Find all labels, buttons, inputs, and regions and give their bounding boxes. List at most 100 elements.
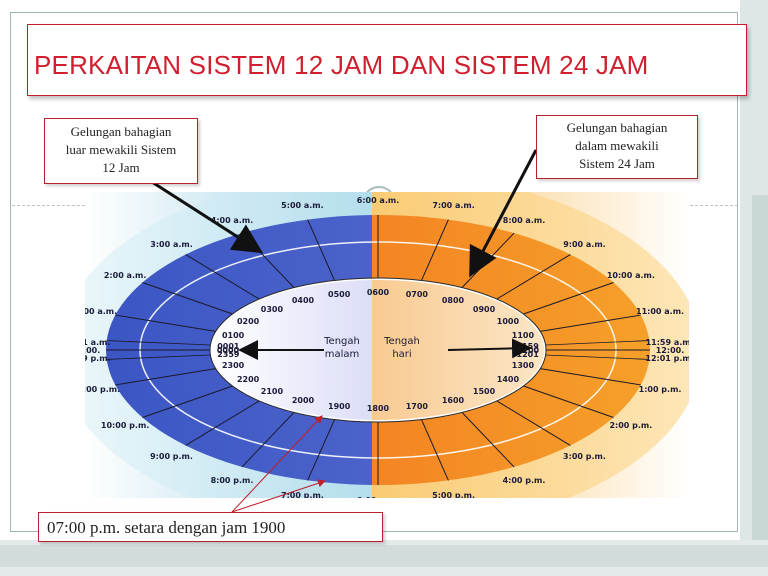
callout-outer-ring-line-3: 12 Jam	[102, 160, 140, 175]
center-label-midnight-1: Tengah	[323, 336, 360, 347]
inner-time-label: 1500	[473, 387, 496, 396]
callout-inner-ring-line-2: dalam mewakili	[575, 138, 659, 153]
ring-tick	[523, 282, 614, 315]
outer-time-label: 8:00 a.m.	[503, 216, 546, 225]
ring-tick	[421, 419, 449, 481]
outer-time-label: 7:00 a.m.	[432, 201, 475, 210]
inner-time-label: 0300	[261, 305, 284, 314]
ring-tick	[307, 219, 335, 281]
outer-ring-pointer-arrow	[151, 180, 264, 254]
outer-time-label: 3:00 a.m.	[150, 240, 193, 249]
outer-time-label: 6:00 p.m.	[357, 496, 400, 505]
outer-time-label: 1:00 p.m.	[639, 385, 682, 394]
slide-frame-bottom-band	[0, 545, 768, 567]
outer-time-label: 5:00 p.m.	[432, 491, 475, 500]
ring-tick	[115, 314, 216, 332]
inner-time-label: 1800	[367, 404, 390, 413]
outer-time-label: 9:00 a.m.	[563, 240, 606, 249]
inner-time-label: 1100	[512, 331, 535, 340]
center-label-noon-2: hari	[392, 349, 411, 360]
outer-time-label: 3:00 p.m.	[563, 452, 606, 461]
outer-time-label: 6:00 a.m.	[357, 196, 400, 205]
ring-tick	[185, 254, 260, 300]
ring-tick	[142, 282, 233, 315]
label-1900-pointer	[231, 415, 323, 513]
ring-tick	[523, 385, 614, 418]
center-label-noon-1: Tengah	[383, 336, 420, 347]
outer-time-label: 12:00.	[72, 346, 101, 355]
inner-time-label: 2100	[261, 387, 284, 396]
ring-tick	[461, 412, 515, 468]
ring-tick-minor	[545, 354, 650, 360]
outer-time-label: 12:01 a.m.	[62, 338, 110, 347]
inner-ring-pointer-arrow	[469, 149, 538, 278]
outer-time-label: 9:00 p.m.	[150, 452, 193, 461]
ring-ticks	[106, 215, 650, 485]
ring-tick-minor	[106, 340, 211, 346]
inner-time-label: 0900	[473, 305, 496, 314]
label-7pm-pointer	[231, 479, 326, 513]
outer-time-label: 4:00 p.m.	[503, 476, 546, 485]
center-label-midnight-2: malam	[325, 349, 360, 360]
inner-time-label: 1600	[442, 396, 465, 405]
inner-time-label: 1000	[497, 317, 520, 326]
ring-tick-minor	[106, 354, 211, 360]
ring-tick-minor	[545, 340, 650, 346]
slide-frame-right-band	[752, 195, 768, 540]
callout-inner-ring-line-3: Sistem 24 Jam	[579, 156, 655, 171]
callout-outer-ring-line-1: Gelungan bahagian	[70, 124, 172, 139]
inner-time-label: 2359	[217, 350, 240, 359]
inner-time-label: 0400	[292, 296, 315, 305]
inner-time-label: 0600	[367, 288, 390, 297]
ring-tick	[307, 419, 335, 481]
ring-tick	[115, 368, 216, 386]
inner-time-label: 2300	[222, 361, 245, 370]
inner-time-label: 1700	[406, 402, 429, 411]
title-box	[27, 24, 747, 96]
ring-tick	[185, 400, 260, 446]
inner-time-label: 1400	[497, 375, 520, 384]
slide-title: PERKAITAN SISTEM 12 JAM DAN SISTEM 24 JA…	[34, 50, 649, 80]
outer-time-label: 11:00 a.m.	[636, 307, 684, 316]
outer-time-label: 7:00 p.m.	[281, 491, 324, 500]
callout-outer-ring: Gelungan bahagian luar mewakili Sistem 1…	[44, 118, 198, 184]
inner-time-label: 0001	[217, 342, 240, 351]
outer-time-labels: 6:00 a.m. 7:00 a.m. 8:00 a.m. 9:00 a.m. 10:0…	[62, 196, 693, 505]
outer-time-label: 10:00 p.m.	[101, 421, 149, 430]
ring-tick	[496, 400, 571, 446]
inner-time-label: 0700	[406, 290, 429, 299]
ring-tick	[540, 368, 641, 386]
ring-tick	[540, 314, 641, 332]
outer-time-label: 4:00 a.m.	[211, 216, 254, 225]
ring-tick	[496, 254, 571, 300]
inner-time-label: 0500	[328, 290, 351, 299]
outer-time-label: 2:00 a.m.	[104, 271, 147, 280]
outer-time-label: 11:00 p.m.	[72, 385, 120, 394]
inner-time-label: 1900	[328, 402, 351, 411]
inner-time-label: 2000	[292, 396, 315, 405]
inner-time-label: 0100	[222, 331, 245, 340]
callout-equivalence: 07:00 p.m. setara dengan jam 1900	[38, 512, 383, 542]
ring-tick	[241, 412, 295, 468]
inner-time-label: 2200	[237, 375, 260, 384]
outer-time-label: 10:00 a.m.	[607, 271, 655, 280]
inner-time-label: 1300	[512, 361, 535, 370]
outer-time-label: 11:59 p.m.	[62, 354, 110, 363]
outer-time-label: 8:00 p.m.	[211, 476, 254, 485]
ring-tick	[421, 219, 449, 281]
noon-arrow	[447, 338, 532, 359]
outer-time-label: 1:00 a.m.	[75, 307, 118, 316]
outer-time-label: 12:00.	[656, 346, 685, 355]
outer-time-label: 12:01 p.m.	[645, 354, 693, 363]
callout-inner-ring-line-1: Gelungan bahagian	[566, 120, 668, 135]
inner-time-label: 0000	[217, 346, 240, 355]
outer-time-label: 5:00 a.m.	[281, 201, 324, 210]
inner-time-label: 0800	[442, 296, 465, 305]
clock-picture: 6:00 a.m. 7:00 a.m. 8:00 a.m. 9:00 a.m. 10:0…	[62, 192, 693, 505]
inner-time-label: 1201	[517, 350, 540, 359]
callout-inner-ring: Gelungan bahagian dalam mewakili Sistem …	[536, 115, 698, 179]
ring-tick	[142, 385, 233, 418]
callout-outer-ring-line-2: luar mewakili Sistem	[65, 142, 177, 157]
